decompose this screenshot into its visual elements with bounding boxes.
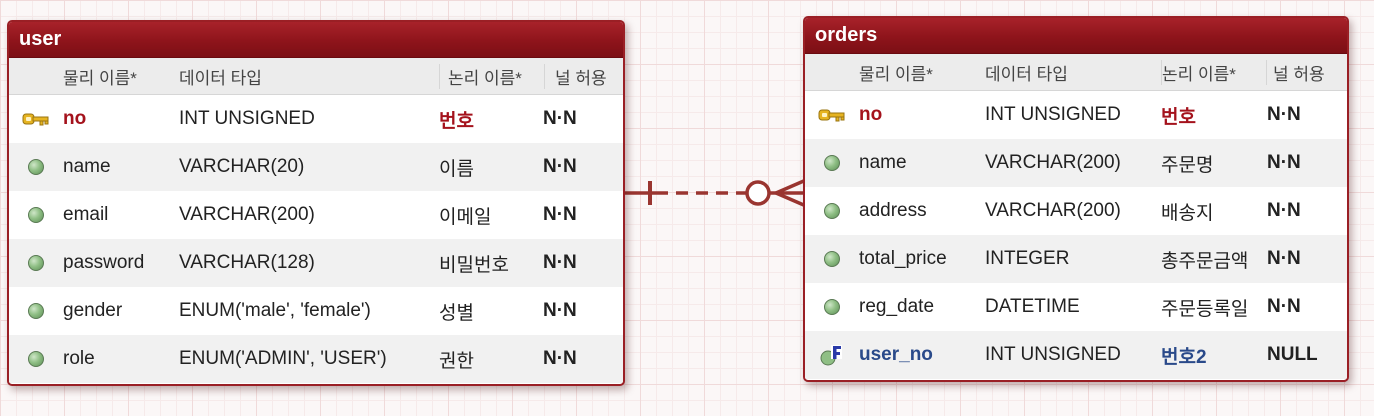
header-logical-name: 논리 이름*	[439, 63, 544, 89]
table-row[interactable]: total_price INTEGER 총주문금액 N·N	[805, 235, 1347, 283]
column-data-type: INT UNSIGNED	[179, 108, 315, 129]
column-nullable: N·N	[543, 300, 577, 321]
column-physical-name: name	[859, 152, 907, 173]
column-physical-name: role	[63, 348, 95, 369]
orders-column-header: 물리 이름* 데이터 타입 논리 이름* 널 허용	[805, 54, 1347, 91]
table-row[interactable]: no INT UNSIGNED 번호 N·N	[805, 91, 1347, 139]
table-row[interactable]: user_no INT UNSIGNED 번호2 NULL	[805, 331, 1347, 379]
column-logical-name: 번호2	[1161, 346, 1207, 368]
column-data-type: DATETIME	[985, 296, 1080, 317]
column-data-type: VARCHAR(20)	[179, 156, 305, 177]
column-nullable: N·N	[1267, 104, 1301, 125]
column-nullable: N·N	[543, 204, 577, 225]
column-logical-name: 이름	[439, 158, 474, 180]
column-data-type: VARCHAR(200)	[985, 152, 1121, 173]
column-nullable: N·N	[1267, 200, 1301, 221]
table-row[interactable]: role ENUM('ADMIN', 'USER') 권한 N·N	[9, 335, 623, 383]
column-logical-name: 성별	[439, 302, 474, 324]
header-data-type: 데이터 타입	[179, 68, 262, 88]
column-physical-name: gender	[63, 300, 123, 321]
table-row[interactable]: no INT UNSIGNED 번호 N·N	[9, 95, 623, 143]
column-dot-icon	[9, 255, 63, 271]
table-row[interactable]: address VARCHAR(200) 배송지 N·N	[805, 187, 1347, 235]
column-dot-icon	[805, 251, 859, 267]
column-logical-name: 번호	[439, 110, 474, 132]
column-logical-name: 총주문금액	[1161, 250, 1249, 272]
table-row[interactable]: reg_date DATETIME 주문등록일 N·N	[805, 283, 1347, 331]
column-dot-icon	[9, 351, 63, 367]
column-logical-name: 이메일	[439, 206, 492, 228]
column-nullable: NULL	[1267, 344, 1318, 365]
header-nullable: 널 허용	[544, 63, 615, 89]
column-dot-icon	[9, 303, 63, 319]
header-logical-name: 논리 이름*	[1161, 59, 1266, 85]
user-table[interactable]: user 물리 이름* 데이터 타입 논리 이름* 널 허용 no INT UNS…	[7, 20, 625, 386]
column-logical-name: 주문등록일	[1161, 298, 1249, 320]
table-row[interactable]: email VARCHAR(200) 이메일 N·N	[9, 191, 623, 239]
column-dot-icon	[9, 207, 63, 223]
column-logical-name: 비밀번호	[439, 254, 509, 276]
table-row[interactable]: password VARCHAR(128) 비밀번호 N·N	[9, 239, 623, 287]
column-data-type: INT UNSIGNED	[985, 104, 1121, 125]
primary-key-icon	[9, 111, 63, 127]
table-row[interactable]: name VARCHAR(200) 주문명 N·N	[805, 139, 1347, 187]
column-dot-icon	[9, 159, 63, 175]
column-physical-name: reg_date	[859, 296, 935, 317]
column-physical-name: password	[63, 252, 145, 273]
header-physical-name: 물리 이름*	[63, 68, 137, 88]
column-dot-icon	[805, 299, 859, 315]
column-data-type: ENUM('male', 'female')	[179, 300, 371, 321]
table-row[interactable]: name VARCHAR(20) 이름 N·N	[9, 143, 623, 191]
column-nullable: N·N	[543, 108, 577, 129]
column-physical-name: no	[63, 108, 87, 129]
column-nullable: N·N	[543, 252, 577, 273]
column-physical-name: name	[63, 156, 111, 177]
column-nullable: N·N	[1267, 248, 1301, 269]
table-row[interactable]: gender ENUM('male', 'female') 성별 N·N	[9, 287, 623, 335]
column-data-type: INT UNSIGNED	[985, 344, 1121, 365]
column-physical-name: no	[859, 104, 883, 125]
column-physical-name: address	[859, 200, 927, 221]
header-physical-name: 물리 이름*	[859, 64, 933, 84]
column-physical-name: email	[63, 204, 109, 225]
column-data-type: VARCHAR(200)	[179, 204, 315, 225]
column-logical-name: 배송지	[1161, 202, 1214, 224]
column-nullable: N·N	[543, 156, 577, 177]
column-nullable: N·N	[1267, 152, 1301, 173]
column-logical-name: 권한	[439, 350, 474, 372]
column-data-type: VARCHAR(128)	[179, 252, 315, 273]
header-nullable: 널 허용	[1266, 59, 1337, 85]
column-data-type: ENUM('ADMIN', 'USER')	[179, 348, 387, 369]
orders-table-title[interactable]: orders	[805, 18, 1347, 54]
column-data-type: INTEGER	[985, 248, 1070, 269]
column-physical-name: total_price	[859, 248, 947, 269]
primary-key-icon	[805, 107, 859, 123]
column-nullable: N·N	[1267, 296, 1301, 317]
foreign-key-icon	[805, 344, 859, 366]
column-physical-name: user_no	[859, 344, 933, 365]
header-data-type: 데이터 타입	[985, 64, 1068, 84]
column-logical-name: 주문명	[1161, 154, 1214, 176]
column-logical-name: 번호	[1161, 106, 1196, 128]
user-column-header: 물리 이름* 데이터 타입 논리 이름* 널 허용	[9, 58, 623, 95]
column-data-type: VARCHAR(200)	[985, 200, 1121, 221]
column-dot-icon	[805, 203, 859, 219]
user-table-title[interactable]: user	[9, 22, 623, 58]
column-dot-icon	[805, 155, 859, 171]
column-nullable: N·N	[543, 348, 577, 369]
